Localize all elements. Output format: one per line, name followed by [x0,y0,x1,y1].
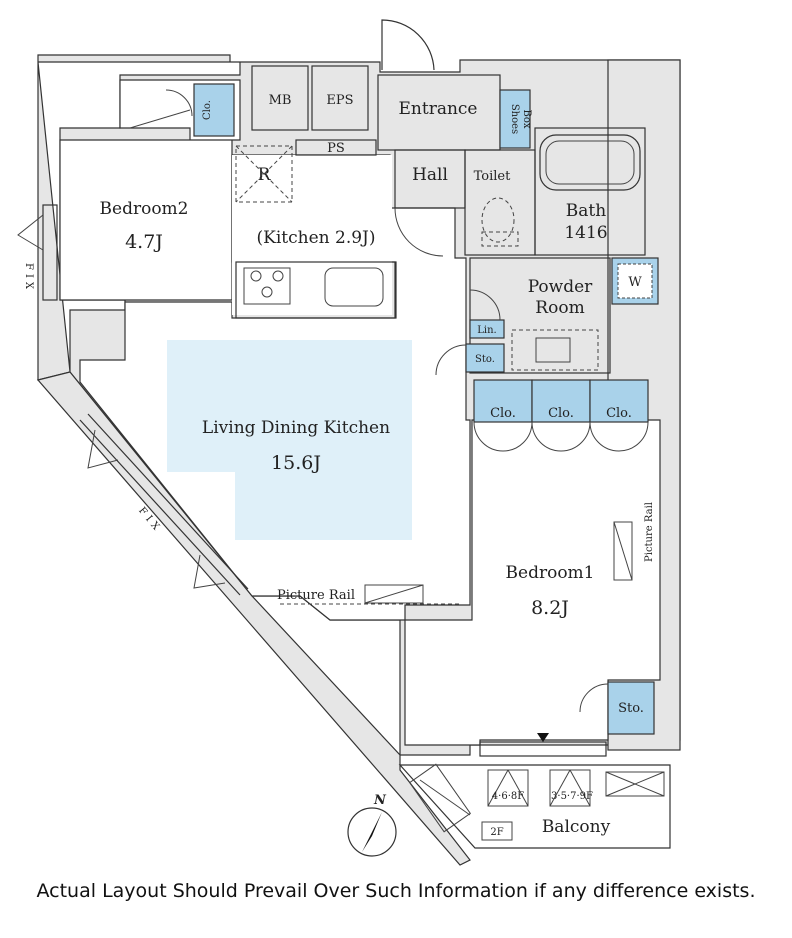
ldk-highlight [167,340,412,540]
linen-label: Lin. [477,325,496,336]
shoes-box-line1: Shoes [509,104,520,134]
washer-label: W [628,275,642,290]
powder-room-line2: Room [535,298,584,318]
fix-window-diagonal [79,419,241,596]
kitchen-sink [324,267,384,307]
window-marker [537,733,549,742]
closet-bedroom2 [193,83,235,137]
powder-room-line1: Powder [528,277,593,297]
picture-rail-bed1-marker [613,521,633,581]
north-label: N [373,793,387,808]
bedroom1-name: Bedroom1 [506,563,595,583]
bathtub [539,134,641,191]
balcony-name: Balcony [542,817,611,837]
refrigerator-space [235,145,293,203]
mb-room [251,65,309,131]
ladder-b-label: 3·5·7·9F [551,791,593,802]
toilet-name: Toilet [474,169,511,184]
picture-rail-bed1-label: Picture Rail [644,502,655,562]
storage-powder [465,343,505,373]
entrance-door [381,19,435,71]
closet-2-label: Clo. [548,406,574,421]
closet-3 [589,379,649,423]
kitchen-counter [235,261,397,319]
hall-name: Hall [412,165,448,185]
closet-2 [531,379,591,423]
ps-room [295,139,377,156]
vanity [511,329,599,371]
fix-window-left [42,204,58,301]
eps-room [311,65,369,131]
eps-label: EPS [326,93,353,108]
floor-2f-box [481,821,513,841]
toilet-bowl [481,197,515,243]
left-diagonal-wall [36,371,471,866]
shoes-box-line2: Box [521,109,532,128]
storage-bedroom1 [607,681,655,735]
bath-name: Bath [566,201,606,221]
bedroom2-size: 4.7J [125,231,163,253]
storage-powder-label: Sto. [475,354,495,365]
bedroom2-name: Bedroom2 [100,199,189,219]
kitchen-label: (Kitchen 2.9J) [257,228,376,248]
picture-rail-ldk-marker [364,584,424,604]
ladder-a-label: 4·6·8F [492,791,524,802]
shoes-box [499,89,531,149]
entrance-name: Entrance [399,99,478,119]
linen-closet [469,319,505,339]
floor-2f-label: 2F [490,827,503,838]
fix-left-label: FIX [23,263,34,293]
bath-room [534,127,646,256]
stove [243,267,291,305]
closet-bedroom2-label: Clo. [202,100,213,120]
bedroom1-size: 8.2J [531,597,569,619]
north-arrow-icon [362,812,382,852]
powder-room [469,257,611,374]
north-compass [347,807,397,857]
mb-label: MB [269,93,292,108]
ldk-name: Living Dining Kitchen [202,418,390,438]
closet-1-label: Clo. [490,406,516,421]
ldk-size: 15.6J [271,452,321,474]
picture-rail-ldk-label: Picture Rail [277,588,355,603]
balcony [398,764,671,849]
bath-size: 1416 [564,223,607,243]
ps-label: PS [327,141,345,156]
disclaimer-text: Actual Layout Should Prevail Over Such I… [36,880,756,902]
floor-plan: Bedroom2 4.7J (Kitchen 2.9J) Living Dini… [17,19,681,866]
storage-bedroom1-label: Sto. [618,701,644,716]
closet-3-label: Clo. [606,406,632,421]
refrigerator-label: R [258,165,272,185]
